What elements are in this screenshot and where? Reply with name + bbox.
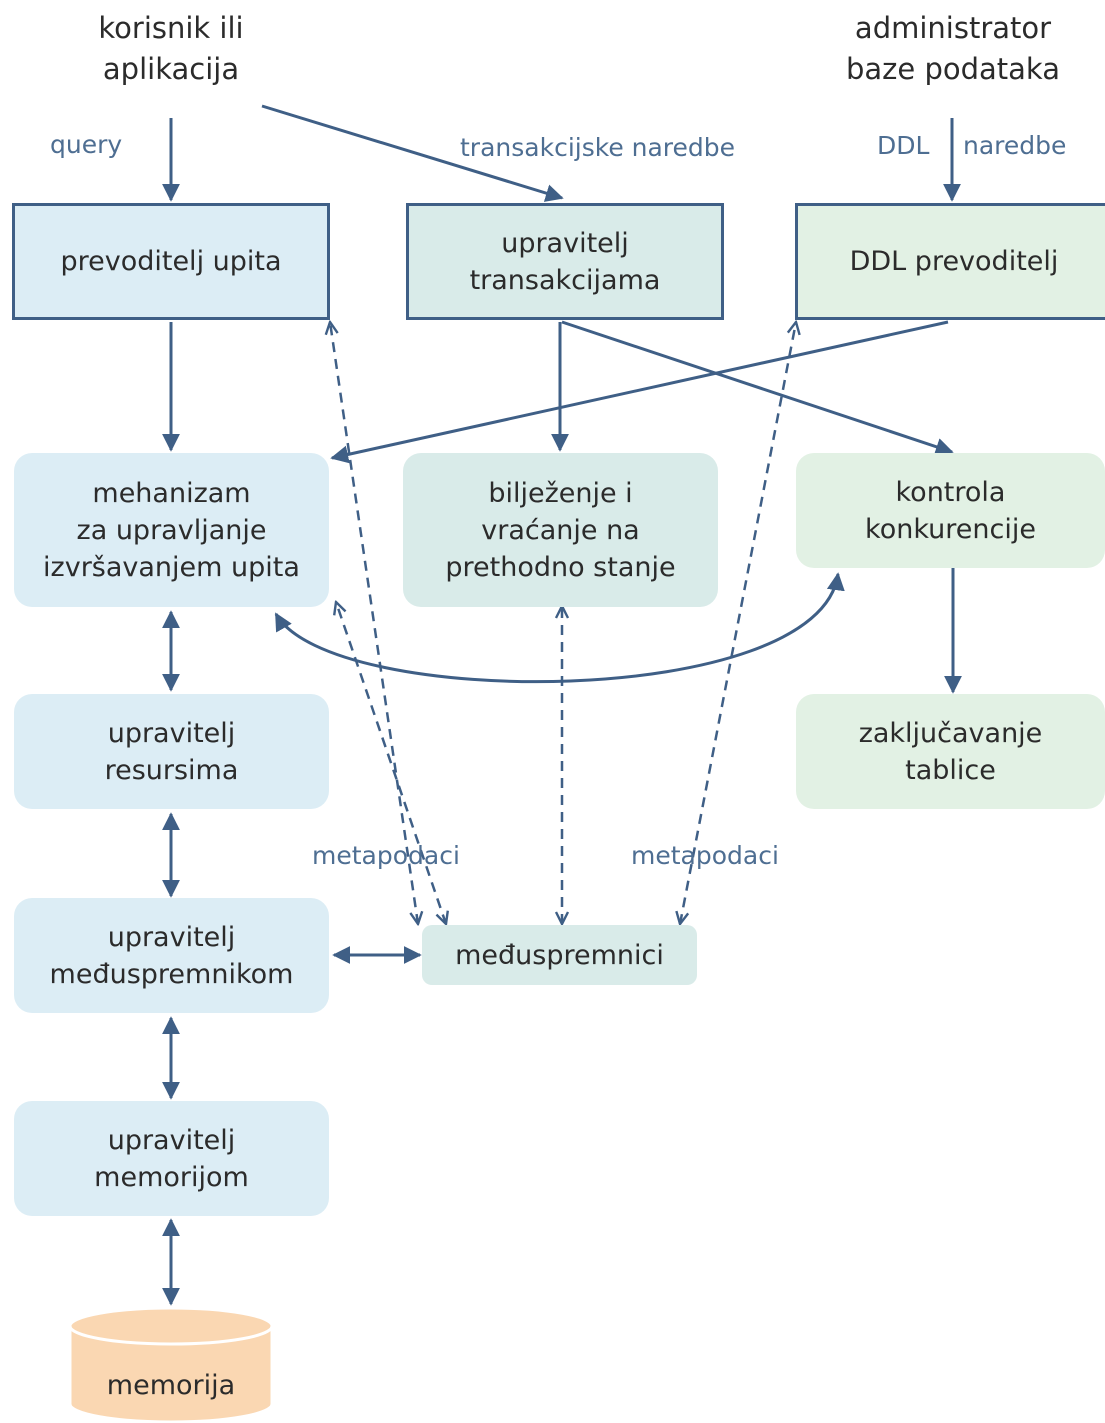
user-or-application-label: korisnik ili aplikacija	[98, 11, 244, 86]
arrow-execution-concurrency-curve	[274, 572, 845, 684]
storage-text: memorija	[106, 1369, 236, 1401]
resource-manager-box: upravitelj resursima	[14, 694, 329, 809]
ddl-label: DDL	[877, 131, 930, 160]
dashed-buffers-query-compiler	[330, 322, 418, 924]
logging-recovery-text: bilježenje i vraćanje na prethodno stanj…	[445, 477, 676, 583]
arrow-user-to-transaction-manager	[261, 104, 564, 202]
storage-manager-text: upravitelj memorijom	[94, 1124, 249, 1193]
execution-engine-box: mehanizam za upravljanje izvršavanjem up…	[14, 453, 329, 607]
logging-recovery-box: bilježenje i vraćanje na prethodno stanj…	[403, 453, 718, 607]
database-administrator-label: administrator baze podataka	[846, 11, 1060, 86]
storage-manager-box: upravitelj memorijom	[14, 1101, 329, 1216]
buffers-box: međuspremnici	[422, 925, 697, 985]
query-compiler-text: prevoditelj upita	[60, 246, 282, 277]
concurrency-control-box: kontrola konkurencije	[796, 453, 1105, 568]
concurrency-control-text: kontrola konkurencije	[865, 476, 1036, 545]
execution-engine-text: mehanizam za upravljanje izvršavanjem up…	[43, 477, 300, 583]
transaction-manager-text: upravitelj transakcijama	[469, 227, 661, 296]
transaction-commands-label: transakcijske naredbe	[460, 133, 736, 162]
transaction-manager-box: upravitelj transakcijama	[406, 203, 724, 320]
ddl-compiler-box: DDL prevoditelj	[795, 203, 1105, 320]
arrow-ddl-compiler-to-execution	[330, 320, 949, 464]
ddl-compiler-text: DDL prevoditelj	[849, 246, 1059, 277]
query-label: query	[50, 130, 123, 159]
buffers-text: međuspremnici	[455, 939, 664, 971]
storage-box: memorija	[70, 1360, 272, 1410]
metadata-label-left: metapodaci	[312, 841, 460, 870]
resource-manager-text: upravitelj resursima	[104, 717, 239, 786]
query-compiler-box: prevoditelj upita	[12, 203, 330, 320]
lock-table-text: zaključavanje tablice	[858, 717, 1043, 786]
buffer-manager-box: upravitelj međuspremnikom	[14, 898, 329, 1013]
arrow-transaction-to-concurrency	[561, 320, 954, 456]
dashed-buffers-execution	[336, 602, 446, 924]
storage-cylinder	[68, 1306, 274, 1423]
buffer-manager-text: upravitelj međuspremnikom	[49, 921, 294, 990]
dashed-buffers-ddl-compiler	[680, 322, 796, 924]
lock-table-box: zaključavanje tablice	[796, 694, 1105, 809]
metadata-label-right: metapodaci	[631, 841, 779, 870]
commands-label: naredbe	[963, 131, 1067, 160]
